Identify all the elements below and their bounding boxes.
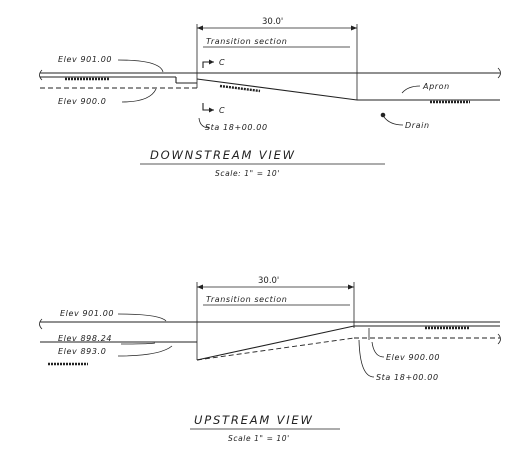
ds-section-arrow-bottom <box>209 107 214 113</box>
ds-slope-line <box>196 78 358 101</box>
ds-station: Sta 18+00.00 <box>205 123 268 132</box>
ds-section-mark-bottom <box>202 103 214 111</box>
ds-scale: Scale: 1" = 10' <box>215 169 280 178</box>
us-leader-station <box>358 339 375 378</box>
us-break-mark-right <box>497 333 501 345</box>
ds-leader-station <box>198 117 211 129</box>
ds-title: DOWNSTREAM VIEW <box>150 148 296 162</box>
ds-dimension-text: 30.0' <box>262 17 283 27</box>
downstream-view: 30.0' Transition section C C Elev 901.00 <box>39 17 501 178</box>
ds-drain-label: Drain <box>405 121 430 130</box>
ds-section-letter-bottom: C <box>219 106 225 115</box>
ds-drain-marker <box>380 112 386 118</box>
us-dim-arrow-right <box>348 284 354 290</box>
ds-leader-elev-upper <box>117 59 164 73</box>
ds-leader-drain <box>383 116 404 126</box>
us-leader-elev-mid <box>120 342 156 345</box>
ds-elev-lower: Elev 900.0 <box>58 97 106 106</box>
ds-leader-apron <box>401 85 421 94</box>
us-elev-right: Elev 900.00 <box>386 353 440 362</box>
us-station: Sta 18+00.00 <box>376 373 439 382</box>
ds-dim-arrow-right <box>351 25 357 31</box>
ds-apron-label: Apron <box>422 82 450 91</box>
us-leader-elev-right <box>371 341 385 358</box>
us-scale: Scale 1" = 10' <box>228 434 290 443</box>
us-title: UPSTREAM VIEW <box>194 413 314 427</box>
us-elev-top: Elev 901.00 <box>60 309 114 318</box>
ds-section-arrow-top <box>209 59 214 65</box>
upstream-view: 30.0' Transition section Elev 901.00 Ele… <box>39 276 501 443</box>
ds-leader-elev-lower <box>121 88 157 103</box>
us-transition-label: Transition section <box>206 295 287 304</box>
us-break-mark-left <box>39 318 43 330</box>
us-leader-elev-top <box>117 313 167 322</box>
ds-break-mark-right <box>497 67 501 79</box>
us-leader-elev-low <box>117 345 173 357</box>
ds-dim-arrow-left <box>197 25 203 31</box>
ds-break-mark-left <box>39 69 43 81</box>
ds-ground-hatch-slope <box>219 84 261 93</box>
ds-transition-label: Transition section <box>206 37 287 46</box>
us-slope-line <box>196 325 355 361</box>
us-dashed-slope <box>196 337 355 361</box>
us-dim-arrow-left <box>197 284 203 290</box>
us-elev-low: Elev 893.0 <box>58 347 106 356</box>
ds-elev-upper: Elev 901.00 <box>58 55 112 64</box>
us-dimension-text: 30.0' <box>258 276 279 286</box>
ds-section-mark-top <box>202 61 214 68</box>
ds-section-letter-top: C <box>219 58 225 67</box>
us-elev-mid: Elev 898.24 <box>58 334 112 343</box>
